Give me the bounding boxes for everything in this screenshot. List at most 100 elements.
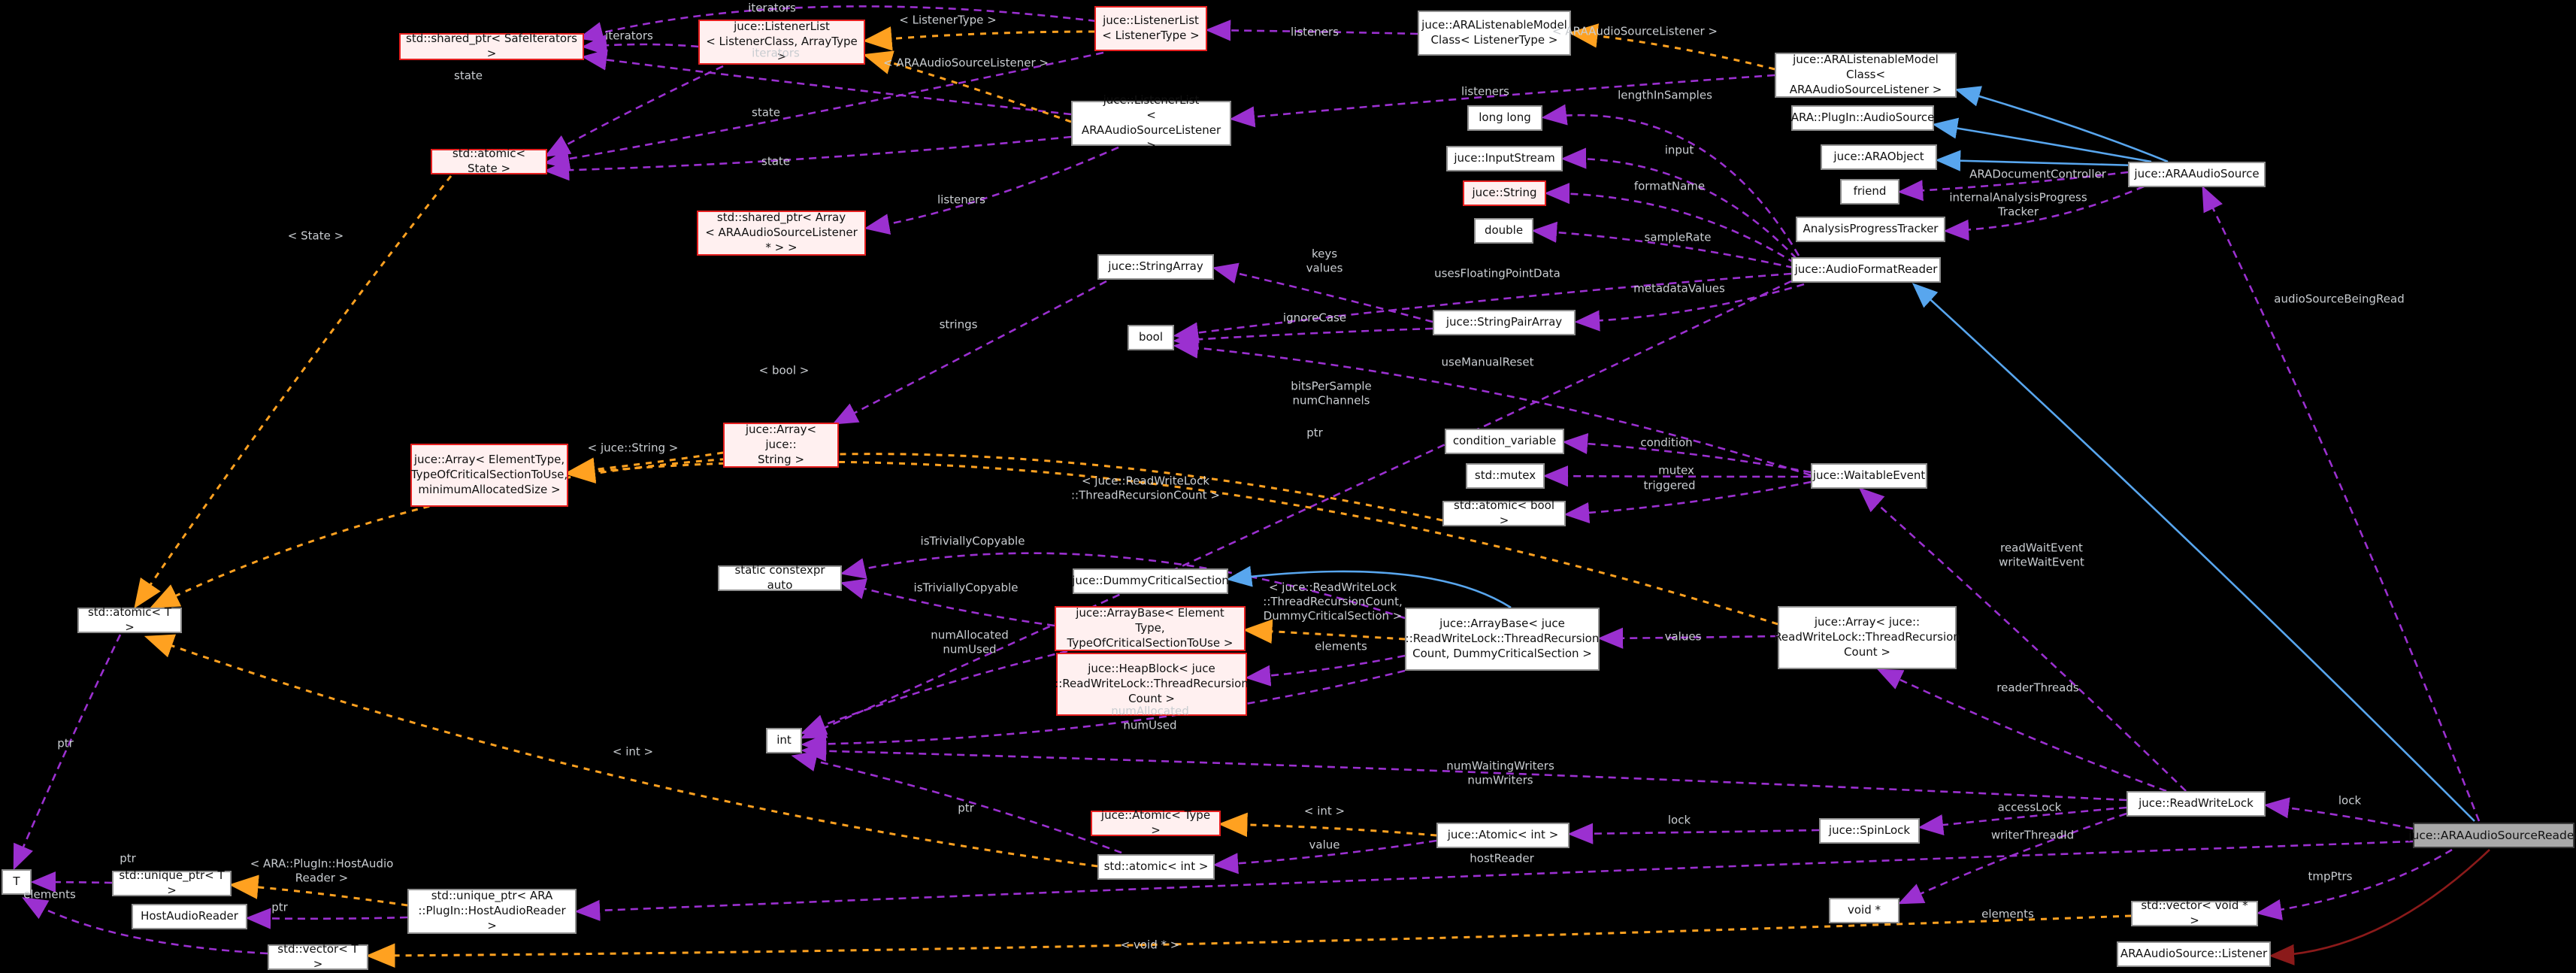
node-reader[interactable]: juce::ARAAudioSourceReader	[2408, 823, 2576, 848]
edge-use	[1597, 627, 1778, 649]
node-satomic_int[interactable]: std::atomic< int >	[1097, 854, 1215, 880]
node-atomic_type[interactable]: juce::Atomic< Type >	[1091, 808, 1221, 837]
edge-use	[2202, 185, 2481, 822]
node-array_trc[interactable]: juce::Array< juce:: ReadWriteLock::Threa…	[1774, 606, 1960, 669]
edge-use	[1229, 74, 1775, 128]
node-array_string[interactable]: juce::Array< juce:: String >	[723, 423, 839, 468]
edge-use	[831, 280, 1107, 425]
node-jint[interactable]: int	[766, 728, 802, 753]
node-jmutex[interactable]: std::mutex	[1466, 463, 1545, 489]
edge-use	[30, 871, 113, 893]
node-araaudiosource[interactable]: juce::ARAAudioSource	[2128, 162, 2266, 187]
node-atomic_state[interactable]: std::atomic< State >	[431, 147, 547, 175]
edge-use	[1531, 221, 1794, 269]
node-T[interactable]: T	[2, 869, 32, 895]
edge-use	[1212, 262, 1433, 323]
node-arraybase_trc[interactable]: juce::ArrayBase< juce ::ReadWriteLock::T…	[1405, 608, 1600, 671]
node-rwlock[interactable]: juce::ReadWriteLock	[2126, 791, 2266, 817]
edge-use	[1876, 668, 2167, 793]
node-stringarray[interactable]: juce::StringArray	[1097, 254, 1214, 280]
node-atomic_bool[interactable]: std::atomic< bool >	[1442, 499, 1566, 527]
edge-use	[1212, 839, 1437, 874]
node-vector_void[interactable]: std::vector< void * >	[2131, 899, 2258, 927]
node-jdouble[interactable]: double	[1474, 218, 1533, 244]
node-longlong[interactable]: long long	[1467, 105, 1542, 131]
node-inputstream[interactable]: juce::InputStream	[1446, 146, 1563, 171]
node-har[interactable]: HostAudioReader	[132, 904, 247, 929]
edge-use	[2256, 848, 2453, 920]
node-shared_array[interactable]: std::shared_ptr< Array < ARAAudioSourceL…	[697, 211, 866, 256]
edge-use	[581, 34, 699, 56]
edge-use	[801, 740, 2127, 802]
node-shared_safe[interactable]: std::shared_ptr< SafeIterators >	[399, 32, 584, 60]
edge-use	[13, 634, 122, 871]
edge-use	[1205, 20, 1418, 41]
node-dummycs[interactable]: juce::DummyCriticalSection	[1072, 568, 1229, 594]
edge-tmpl	[134, 175, 453, 609]
node-arraybase_et[interactable]: juce::ArrayBase< Element Type, TypeOfCri…	[1055, 606, 1246, 651]
edge-use	[22, 897, 268, 955]
node-condvar[interactable]: condition_variable	[1445, 429, 1564, 454]
edge-use	[574, 840, 2414, 921]
node-spinlock[interactable]: juce::SpinLock	[1819, 818, 1920, 844]
edge-use	[1245, 654, 1406, 687]
node-friend[interactable]: friend	[1840, 179, 1899, 205]
node-ll_asl[interactable]: juce::ListenerList < ARAAudioSourceListe…	[1071, 93, 1231, 152]
edge-use	[1541, 104, 1800, 256]
edge-use	[1173, 337, 1812, 477]
node-ara_as[interactable]: ARA::PlugIn::AudioSource	[1791, 105, 1934, 131]
edge-tmpl	[862, 26, 1095, 51]
edge-use	[840, 578, 1055, 627]
edge-inherit	[1935, 150, 2137, 171]
node-vector_t[interactable]: std::vector< T >	[268, 942, 368, 971]
edge-use	[864, 146, 1119, 235]
node-unique_har[interactable]: std::unique_ptr< ARA ::PlugIn::HostAudio…	[407, 889, 577, 934]
edge-use	[1918, 806, 2127, 836]
edge-inherit	[1932, 117, 2152, 163]
edge-use	[840, 552, 1406, 620]
node-waitevent[interactable]: juce::WaitableEvent	[1811, 463, 1927, 489]
node-aralm_lt[interactable]: juce::ARAListenableModel Class< Listener…	[1418, 11, 1571, 56]
edge-tmpl	[862, 50, 1072, 123]
edge-inherit	[1912, 283, 2475, 822]
edge-use	[1173, 272, 1792, 344]
node-static_auto[interactable]: static constexpr auto	[718, 563, 842, 592]
edge-use	[801, 669, 1406, 755]
edge-use	[1567, 823, 1820, 844]
node-jstring[interactable]: juce::String	[1463, 180, 1546, 206]
node-aralm_asl[interactable]: juce::ARAListenableModel Class< ARAAudio…	[1775, 53, 1957, 98]
node-voidptr[interactable]: void *	[1829, 898, 1899, 923]
edge-tmpl	[1218, 812, 1437, 838]
node-heapblock[interactable]: juce::HeapBlock< juce ::ReadWriteLock::T…	[1055, 653, 1249, 716]
node-unique_t[interactable]: std::unique_ptr< T >	[112, 868, 232, 897]
edge-use	[577, 5, 1097, 43]
edge-use	[1574, 283, 1805, 332]
edge-use	[1173, 327, 1433, 350]
edge-use	[543, 51, 1104, 170]
node-araobject[interactable]: juce::ARAObject	[1821, 144, 1937, 170]
edge-use	[791, 750, 1122, 854]
edge-use	[800, 280, 1792, 739]
node-array_et[interactable]: juce::Array< ElementType, TypeOfCritical…	[410, 444, 568, 507]
edge-use	[2263, 797, 2414, 830]
node-ll_lt[interactable]: juce::ListenerList < ListenerType >	[1094, 6, 1207, 51]
node-ara_listener[interactable]: ARAAudioSource::Listener	[2117, 941, 2271, 967]
edge-use	[1562, 432, 1812, 474]
edge-use	[1858, 487, 2187, 792]
node-afr[interactable]: juce::AudioFormatReader	[1791, 257, 1941, 283]
edge-tmpl	[144, 634, 1098, 868]
node-apt[interactable]: AnalysisProgressTracker	[1796, 217, 1945, 242]
edge-use	[800, 650, 1068, 735]
edge-use	[1563, 480, 1812, 524]
edge-use	[1544, 183, 1796, 265]
edge-use	[543, 135, 1072, 181]
edge-use	[544, 65, 724, 157]
node-jbool[interactable]: bool	[1128, 325, 1174, 350]
node-jatomic_int[interactable]: juce::Atomic< int >	[1436, 823, 1570, 848]
edge-inherit	[1954, 86, 2169, 163]
node-atomic_t[interactable]: std::atomic< T >	[77, 605, 182, 634]
edge-use	[1943, 185, 2145, 241]
node-ll_generic[interactable]: juce::ListenerList < ListenerClass, Arra…	[698, 20, 865, 65]
node-spa[interactable]: juce::StringPairArray	[1433, 310, 1576, 335]
